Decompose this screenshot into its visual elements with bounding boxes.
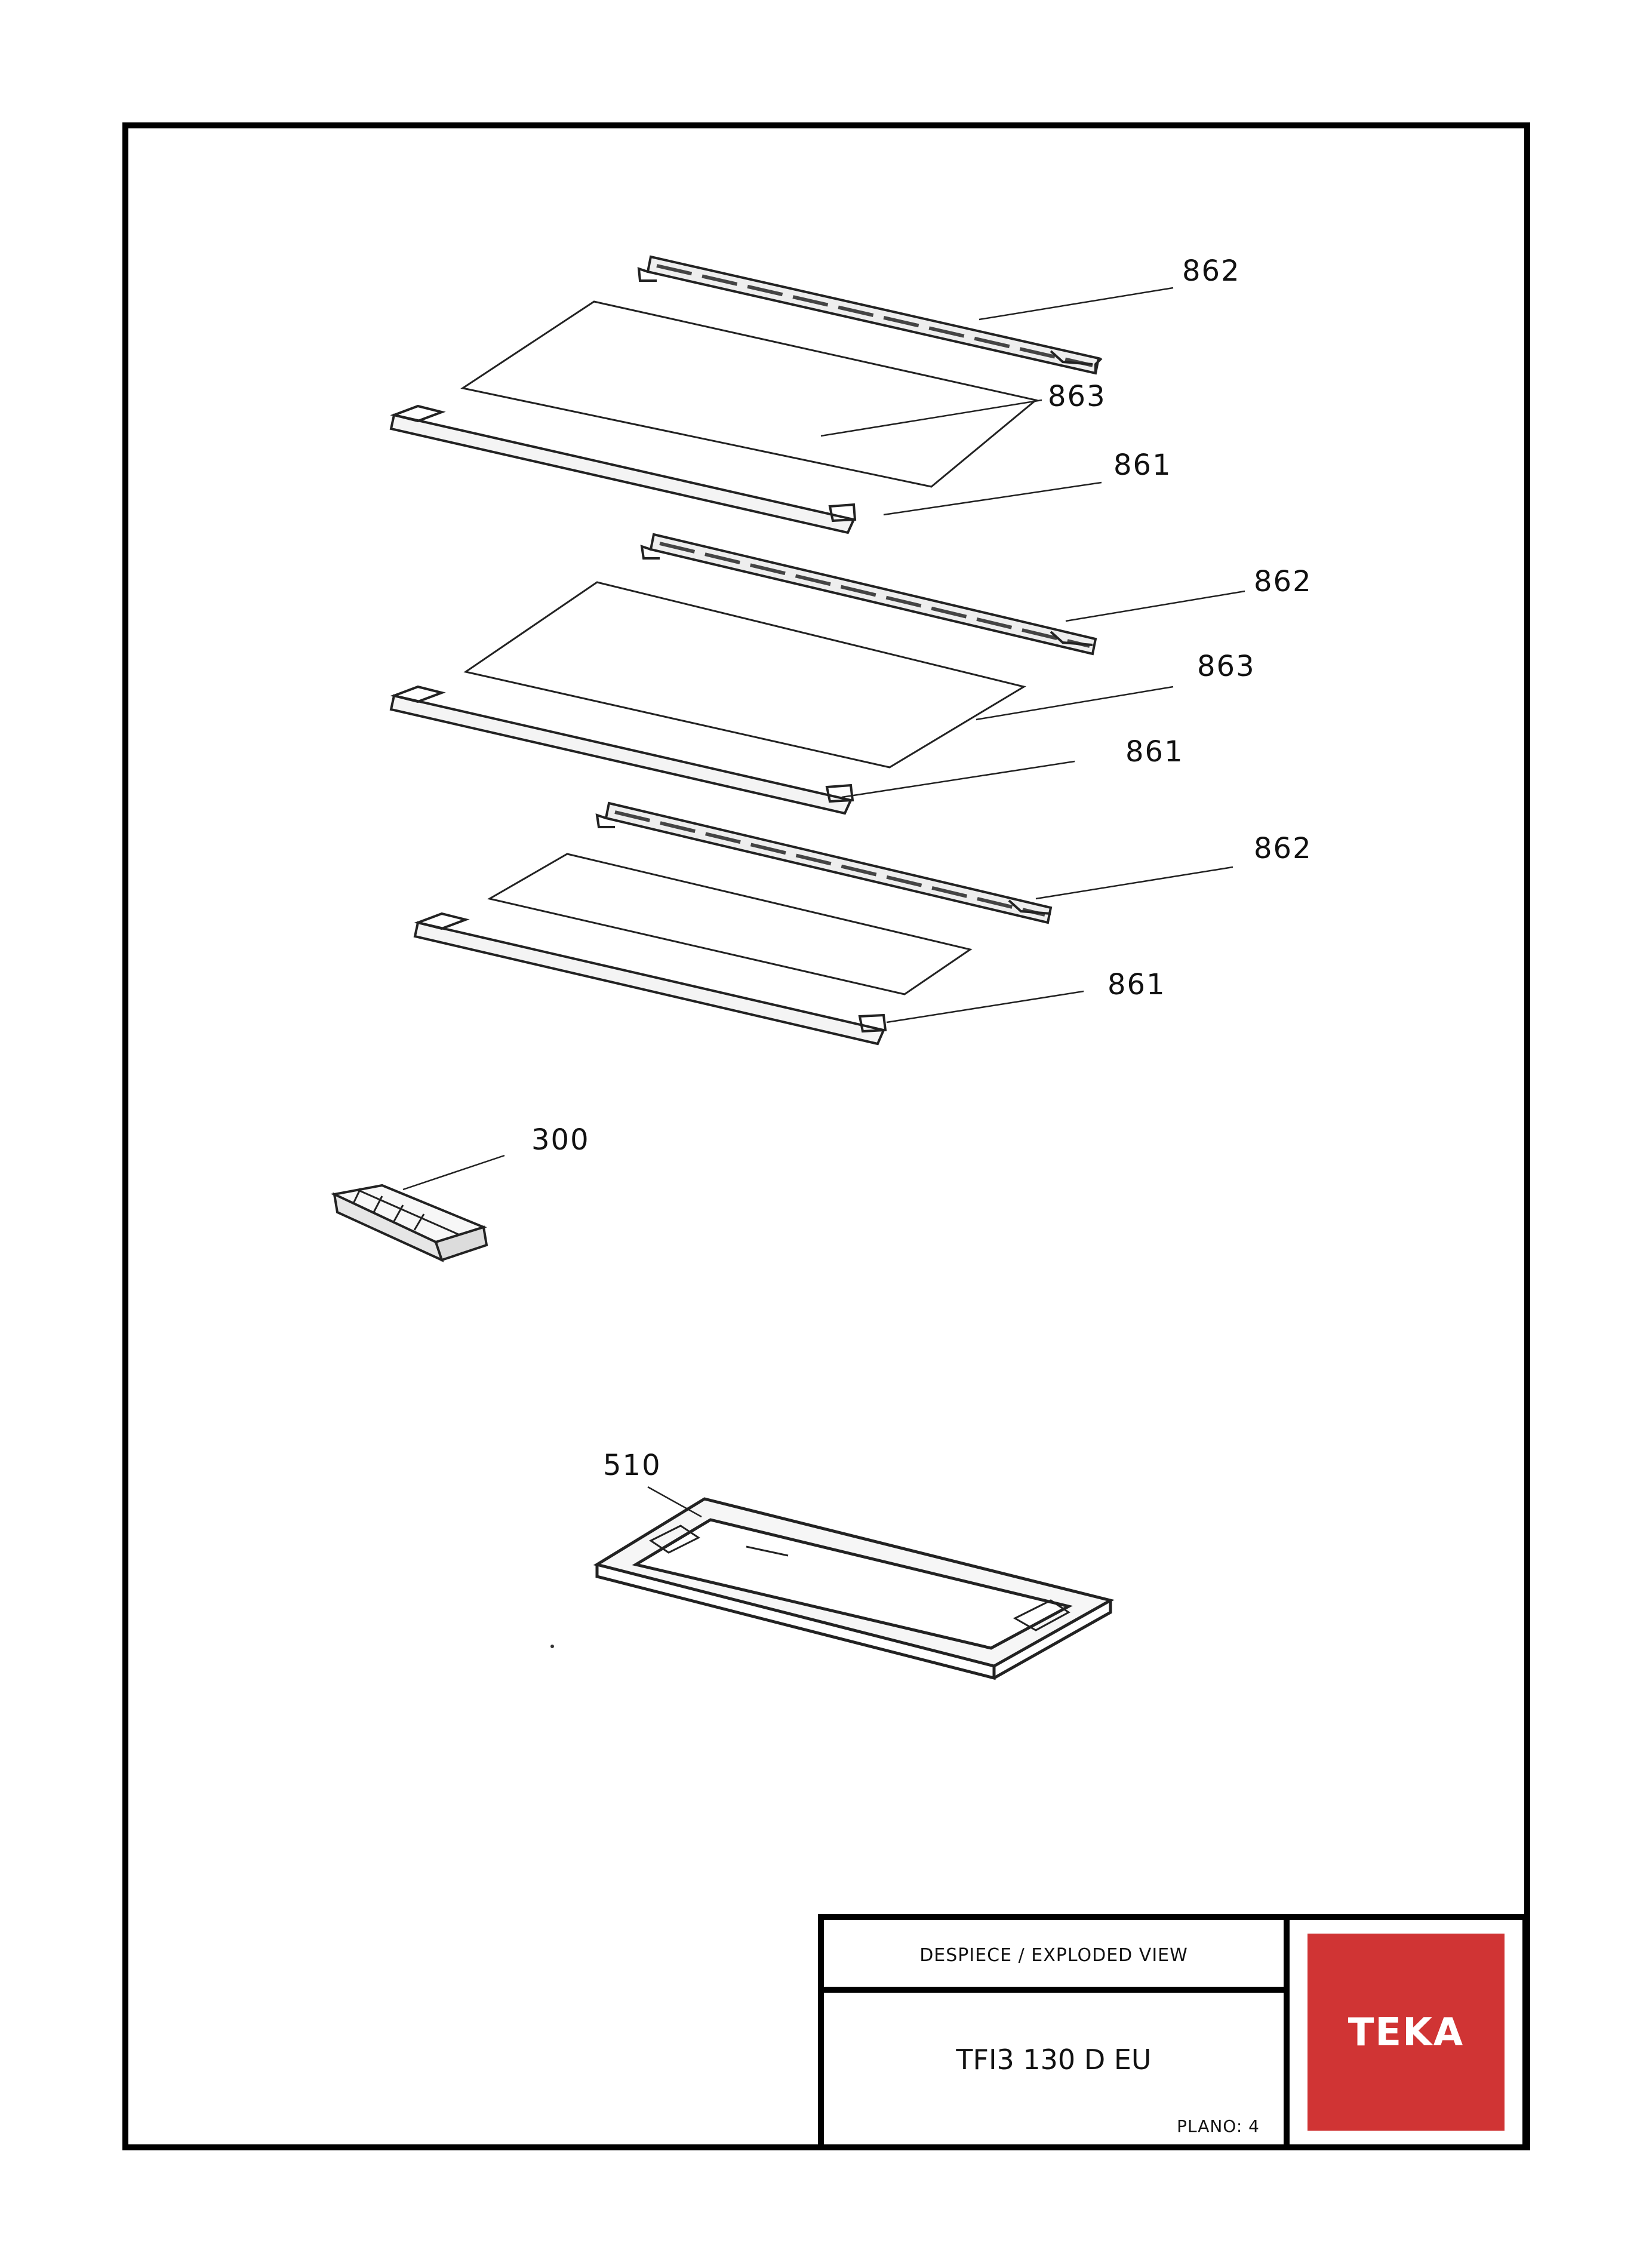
model-number: TFI3 130 D EU (955, 2043, 1151, 2076)
shelf-assembly-3 (413, 801, 1053, 1046)
rear-rail-862-c (595, 801, 1053, 924)
shelf-assembly-1 (389, 255, 1103, 534)
shelf-assembly-2 (389, 533, 1097, 815)
glass-panel-863-a (460, 300, 1038, 488)
part-label: 861 (1113, 448, 1172, 482)
part-label: 510 (603, 1449, 662, 1482)
stray-mark (550, 1645, 554, 1648)
part-label: 861 (1107, 968, 1166, 1001)
front-rail-861-c (413, 912, 887, 1046)
part-label: 863 (1048, 380, 1106, 413)
part-label: 862 (1254, 832, 1312, 865)
teka-logo: TEKA (1348, 2011, 1465, 2055)
glass-panel-c (487, 853, 973, 995)
rear-rail-862-b (640, 533, 1097, 656)
front-rail-861-a (389, 404, 857, 534)
crisper-cover-510 (593, 1497, 1115, 1680)
glass-panel-863-b (463, 581, 1026, 769)
part-label: 861 (1125, 735, 1184, 769)
ice-tray-300 (330, 1184, 488, 1262)
plano-number: PLANO: 4 (1177, 2116, 1260, 2136)
part-labels: 862 863 861 862 863 861 862 861 300 510 (531, 254, 1312, 1482)
part-label: 863 (1197, 650, 1256, 683)
title-block: DESPIECE / EXPLODED VIEW TFI3 130 D EU P… (818, 1914, 1528, 2150)
leader-lines (402, 287, 1245, 1518)
part-label: 862 (1254, 565, 1312, 598)
rear-rail-862-a (637, 255, 1103, 375)
front-rail-861-b (389, 685, 854, 815)
title-block-heading: DESPIECE / EXPLODED VIEW (919, 1945, 1188, 1966)
part-label: 300 (531, 1123, 590, 1157)
part-label: 862 (1182, 254, 1241, 288)
teka-logo-box (1307, 1934, 1505, 2131)
